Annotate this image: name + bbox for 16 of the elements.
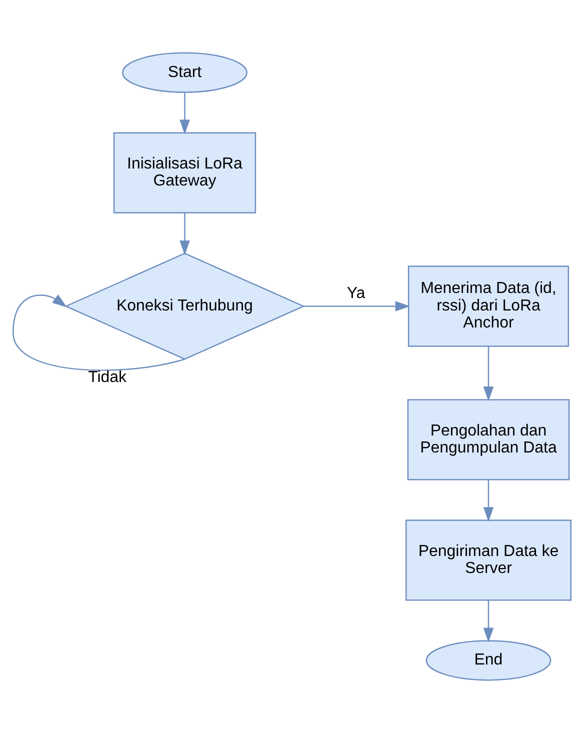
arrow	[12, 294, 185, 371]
arrow	[483, 480, 494, 522]
node-ellipse: Start	[122, 52, 248, 93]
edge-label: Tidak	[88, 369, 127, 386]
node-box: Pengolahan dan Pengumpulan Data	[407, 399, 570, 480]
arrow	[483, 600, 494, 642]
node-box: Menerima Data (id, rssi) dari LoRa Anchor	[408, 266, 570, 347]
node-box: Pengiriman Data ke Server	[405, 520, 572, 601]
arrow	[180, 213, 190, 256]
arrow	[180, 92, 190, 134]
node-ellipse: End	[426, 640, 552, 681]
edge-label: Ya	[346, 285, 366, 302]
node-diamond: Koneksi Terhubung	[64, 252, 306, 360]
arrow	[483, 346, 494, 402]
arrow	[303, 301, 410, 312]
node-box: Inisialisasi LoRa Gateway	[113, 132, 256, 214]
